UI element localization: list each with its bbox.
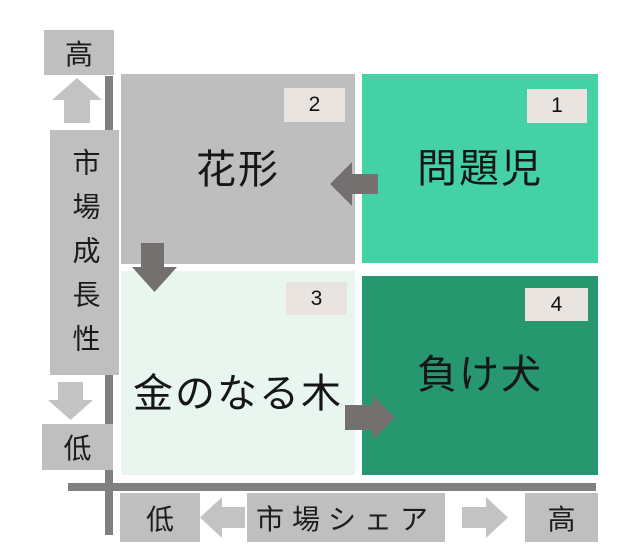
y-axis-title-text: 市場成長性 [69, 147, 101, 368]
quadrant-dog-badge-number: 4 [550, 292, 563, 316]
arrow-down-icon [48, 382, 93, 420]
x-axis-title-text: 市場シェア [255, 503, 436, 535]
y-axis-title: 市場成長性 [50, 130, 119, 375]
flow-arrow-cash-cow-to-dog-icon [345, 395, 395, 440]
quadrant-star-label: 花形 [196, 148, 280, 192]
y-axis-low-text: 低 [63, 433, 92, 464]
flow-arrow-problem-to-star-icon [330, 162, 378, 206]
quadrant-cash-cow: 3 金のなる木 [121, 271, 355, 475]
quadrant-dog: 4 負け犬 [362, 276, 598, 475]
y-axis-high-label: 高 [44, 30, 114, 75]
x-axis-high-label: 高 [525, 493, 598, 542]
quadrant-problem-child: 1 問題児 [362, 74, 598, 263]
quadrant-cash-cow-badge-number: 3 [310, 286, 323, 310]
quadrant-problem-child-badge-number: 1 [551, 94, 563, 117]
arrow-right-icon [462, 497, 508, 538]
y-axis-low-label: 低 [42, 424, 113, 470]
quadrant-dog-label: 負け犬 [417, 352, 543, 397]
x-axis-title: 市場シェア [247, 493, 445, 542]
quadrant-star-badge: 2 [284, 88, 345, 122]
quadrant-cash-cow-badge: 3 [286, 282, 347, 315]
arrow-up-icon [52, 78, 102, 123]
quadrant-cash-cow-label: 金のなる木 [133, 372, 343, 416]
arrow-left-icon [200, 497, 245, 538]
quadrant-problem-child-label: 問題児 [417, 146, 543, 191]
y-axis-high-text: 高 [64, 38, 93, 70]
quadrant-star-badge-number: 2 [308, 93, 321, 116]
quadrant-dog-badge: 4 [525, 288, 588, 321]
x-axis-line [68, 483, 596, 491]
quadrant-problem-child-badge: 1 [527, 89, 587, 123]
x-axis-high-text: 高 [547, 503, 576, 535]
x-axis-low-text: 低 [145, 503, 174, 535]
x-axis-low-label: 低 [120, 493, 200, 542]
quadrant-star: 2 花形 [121, 74, 355, 264]
flow-arrow-star-to-cash-cow-icon [132, 243, 177, 292]
